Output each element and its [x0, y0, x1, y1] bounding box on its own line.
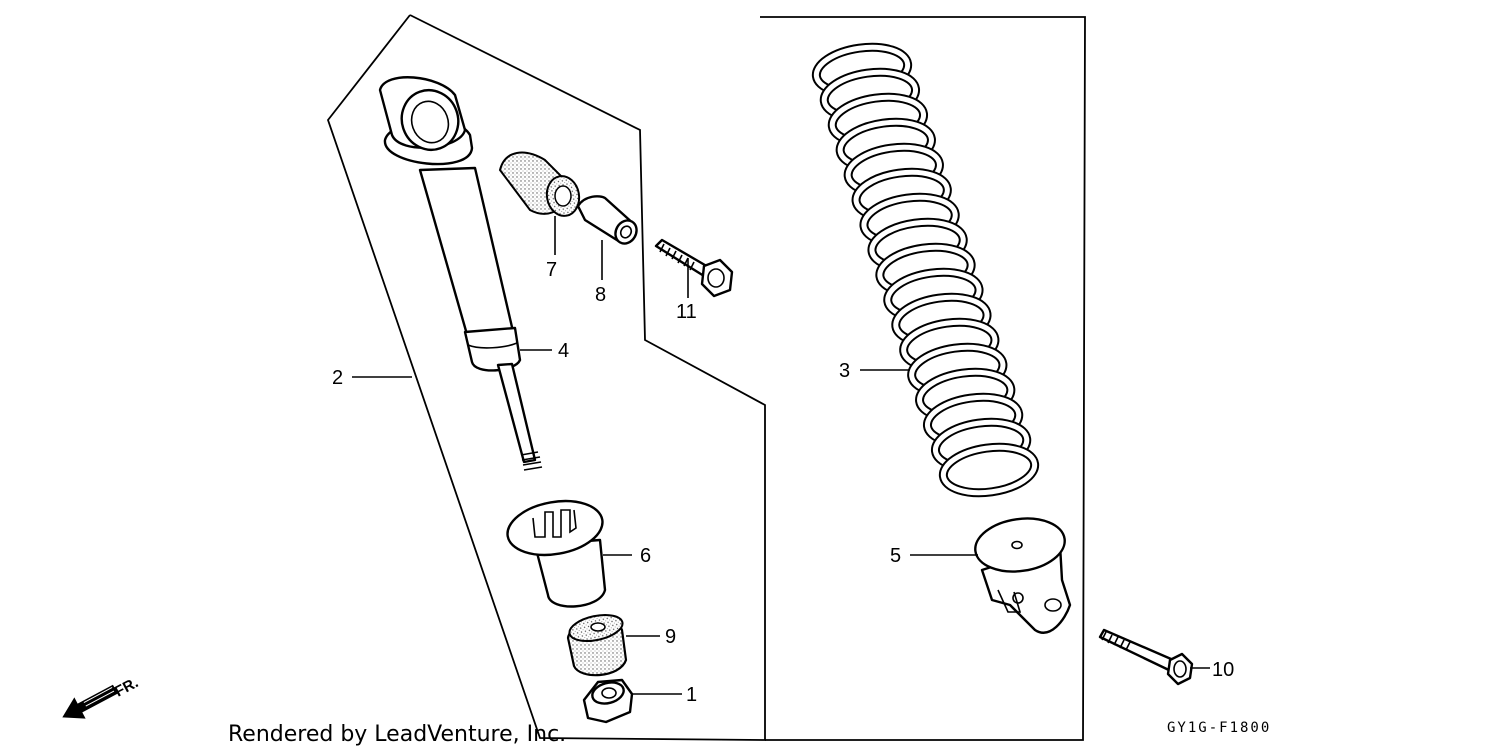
bolt-long	[1098, 628, 1194, 686]
bolt-short	[654, 238, 734, 298]
coil-spring	[811, 42, 1040, 498]
front-arrow-label: FR.	[112, 674, 141, 700]
render-credit: Rendered by LeadVenture, Inc.	[228, 722, 567, 747]
callout-4[interactable]: 4	[558, 340, 569, 362]
bushing	[498, 151, 581, 217]
callout-5[interactable]: 5	[890, 545, 901, 567]
diagram-code: GY1G-F1800	[1167, 720, 1272, 736]
damper-body	[378, 76, 543, 471]
callout-1[interactable]: 1	[686, 684, 697, 706]
rubber-cap	[506, 499, 607, 608]
callout-11[interactable]: 11	[676, 301, 697, 323]
callout-2[interactable]: 2	[332, 367, 343, 389]
collar	[576, 195, 638, 245]
front-arrow-icon	[62, 684, 118, 719]
callout-9[interactable]: 9	[665, 626, 676, 648]
spring-group-boundary	[760, 16, 1086, 741]
rubber-cushion	[566, 613, 628, 677]
callout-3[interactable]: 3	[839, 360, 850, 382]
callout-6[interactable]: 6	[640, 545, 651, 567]
nut	[582, 678, 634, 724]
spring-seat	[974, 517, 1072, 634]
callout-7[interactable]: 7	[546, 259, 557, 281]
spring-coil-highlight	[940, 444, 1038, 496]
callout-10[interactable]: 10	[1212, 659, 1234, 681]
shock-group-boundary	[326, 14, 766, 741]
callout-8[interactable]: 8	[595, 284, 606, 306]
